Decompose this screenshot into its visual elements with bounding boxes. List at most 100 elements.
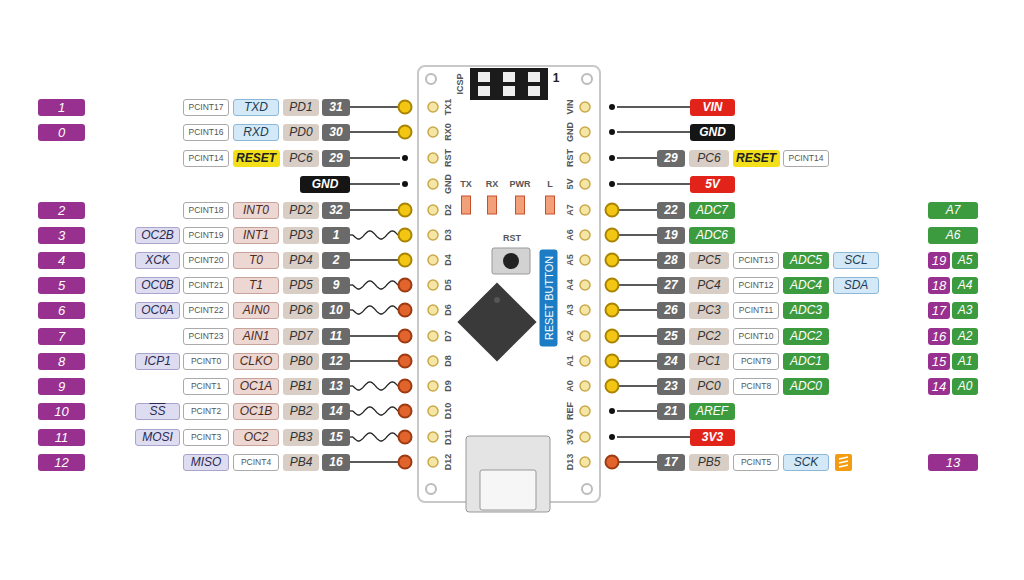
silkscreen-label: A3 [565, 304, 575, 316]
tag-text: PB3 [290, 430, 313, 444]
arduino-pin-number: 4 [38, 252, 85, 269]
mounting-hole [426, 74, 436, 84]
tag-text: PB5 [698, 455, 721, 469]
pin-dot [609, 104, 615, 110]
tag-text: PCINT8 [741, 381, 771, 391]
silkscreen-label: D13 [565, 454, 575, 471]
tag-text: ICP1 [144, 354, 171, 368]
analog-tag: ADC0 [783, 378, 829, 395]
tag-text: PCINT4 [241, 457, 271, 467]
icsp-pin [528, 72, 540, 82]
pin-change-interrupt-tag: PCINT13 [733, 252, 779, 269]
tag-text: OC1B [240, 404, 273, 418]
tag-text: 30 [329, 125, 342, 139]
analog-tag: A2 [952, 328, 978, 345]
port-pin-tag: PD4 [283, 252, 319, 269]
pin-change-interrupt-tag: PCINT18 [183, 202, 229, 219]
pin-change-interrupt-tag: PCINT20 [183, 252, 229, 269]
silkscreen-label: D12 [443, 454, 453, 471]
tag-text: OC2B [141, 228, 174, 242]
tag-text: 12 [54, 455, 68, 470]
tag-text: AIN1 [243, 329, 270, 343]
analog-tag: A4 [952, 277, 978, 294]
tag-text: RESET BUTTON [542, 256, 554, 341]
special-function-tag: T0 [233, 252, 279, 269]
leader-line [350, 360, 400, 361]
tag-text: 23 [664, 379, 677, 393]
tag-text: PCINT19 [189, 230, 224, 240]
analog-tag: ADC7 [689, 202, 735, 219]
analog-tag: ADC5 [783, 252, 829, 269]
tag-text: CLKO [240, 354, 273, 368]
header-hole [580, 179, 590, 189]
leader-line [617, 360, 657, 361]
reset-tag: RESET [733, 150, 780, 167]
header-hole [580, 432, 590, 442]
silkscreen-label: L [547, 179, 553, 189]
analog-tag: A1 [952, 353, 978, 370]
arduino-pin-number: 12 [38, 454, 85, 471]
header-hole [428, 102, 438, 112]
tag-text: AIN0 [243, 303, 270, 317]
arduino-pin-number: 11 [38, 429, 85, 446]
header-hole [428, 457, 438, 467]
analog-tag: A6 [928, 227, 978, 244]
tag-text: 17 [932, 303, 946, 318]
icsp-pin [503, 72, 515, 82]
header-hole [428, 432, 438, 442]
tag-text: RESET [236, 151, 276, 165]
tag-text: PD5 [289, 278, 312, 292]
tag-text: A2 [958, 329, 973, 343]
chip-pin-number: 19 [657, 227, 685, 244]
tag-text: A1 [958, 354, 973, 368]
header-hole [428, 205, 438, 215]
pwm-wave [353, 407, 398, 415]
tag-text: OC2 [244, 430, 269, 444]
tag-text: PD6 [289, 303, 312, 317]
tag-text: 11 [330, 329, 342, 343]
header-hole [580, 102, 590, 112]
silkscreen-label: A7 [565, 204, 575, 216]
serial-function-tag: SCL [833, 252, 879, 269]
silkscreen-label: D7 [443, 330, 453, 342]
silkscreen-label: ICSP [455, 73, 465, 94]
header-hole [428, 127, 438, 137]
pin-change-interrupt-tag: PCINT8 [733, 378, 779, 395]
tag-text: PC5 [697, 253, 720, 267]
pin-terminal [606, 355, 619, 368]
pin-change-interrupt-tag: PCINT1 [183, 378, 229, 395]
pin-terminal [399, 456, 412, 469]
header-hole [428, 179, 438, 189]
leader-line [350, 157, 400, 158]
silkscreen-label: RST [443, 149, 453, 167]
leader-line [617, 157, 657, 158]
icsp-header [470, 68, 548, 100]
alternate-function-tag: MISO [183, 454, 229, 471]
leader-line [350, 259, 400, 260]
leader-line [617, 284, 657, 285]
pin-dot [402, 181, 408, 187]
pin-group [350, 101, 735, 469]
port-pin-tag: PC6 [283, 150, 319, 167]
tag-text: 12 [329, 354, 342, 368]
silkscreen-label: A4 [565, 279, 575, 291]
silkscreen-label: A0 [565, 380, 575, 392]
tag-text: A3 [958, 303, 973, 317]
tag-text: PD7 [289, 329, 312, 343]
header-hole [428, 305, 438, 315]
header-hole [580, 255, 590, 265]
special-function-tag: OC2 [233, 429, 279, 446]
tag-text: 26 [664, 303, 677, 317]
pin-terminal [399, 330, 412, 343]
led [516, 196, 525, 214]
pin-terminal [399, 254, 412, 267]
arduino-pin-number: 1 [38, 99, 85, 116]
header-hole [428, 406, 438, 416]
tag-text: PB0 [290, 354, 313, 368]
silkscreen-label: TX [460, 179, 472, 189]
tag-text: PCINT11 [739, 305, 773, 315]
port-pin-tag: PD6 [283, 302, 319, 319]
pin-change-interrupt-tag: PCINT17 [183, 99, 229, 116]
analog-tag: A7 [928, 202, 978, 219]
